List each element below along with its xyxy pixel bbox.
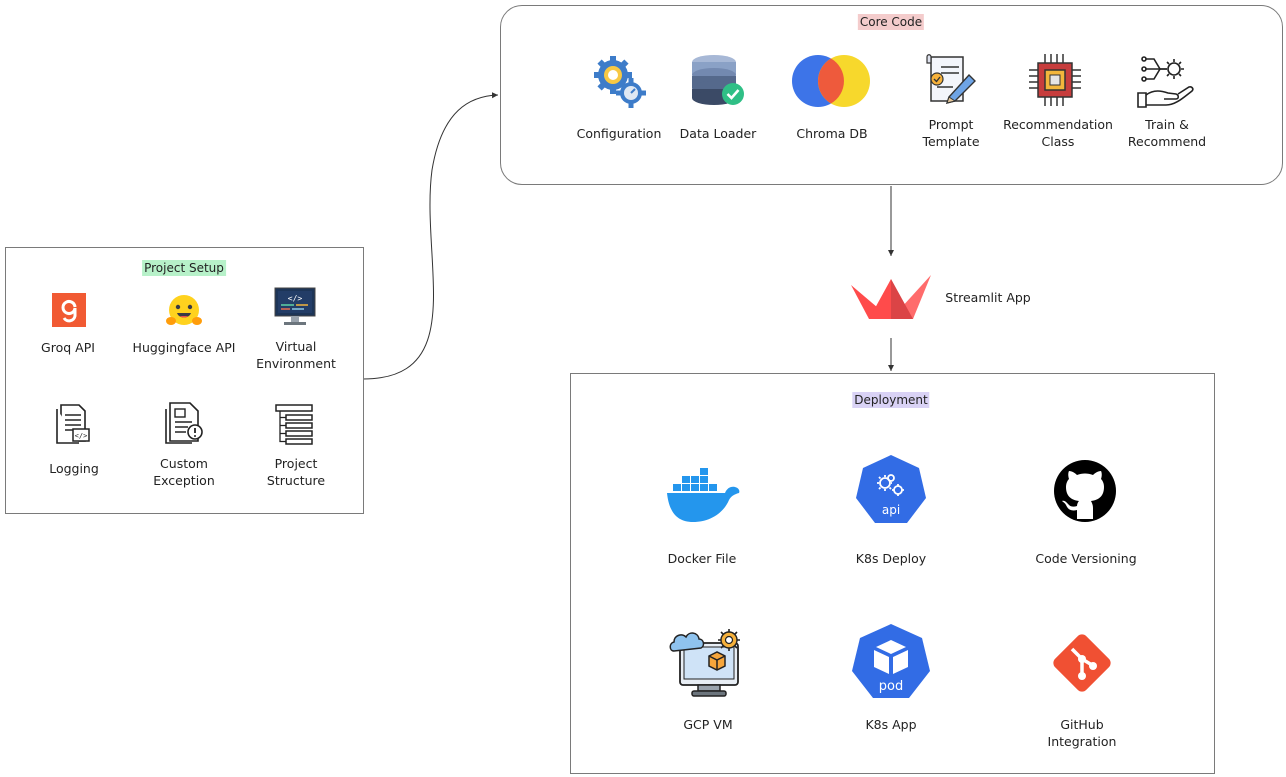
log-file-icon: </> (53, 403, 93, 445)
setup-item-label: Project Structure (266, 456, 326, 488)
setup-item-label: Huggingface API (132, 340, 236, 355)
core-item-label: Recommendation Class (1003, 117, 1113, 149)
deploy-item-label: K8s App (865, 717, 917, 732)
docker-logo-icon (665, 466, 741, 524)
k8s-api-icon: api (853, 453, 929, 527)
deployment-panel (570, 373, 1215, 774)
setup-item-label: Logging (49, 461, 99, 476)
svg-text:</>: </> (288, 294, 303, 303)
core-code-title: Core Code (857, 14, 925, 30)
core-item-label: Chroma DB (796, 126, 868, 141)
huggingface-logo-icon (165, 293, 203, 329)
core-item-label: Data Loader (679, 126, 757, 141)
streamlit-logo-icon (849, 273, 933, 321)
k8s-pod-icon: pod (850, 622, 932, 702)
gears-icon (591, 53, 647, 109)
project-setup-title: Project Setup (142, 260, 226, 276)
deploy-item-label: GitHub Integration (1047, 717, 1117, 749)
svg-text:</>: </> (75, 432, 88, 440)
svg-text:api: api (882, 503, 900, 517)
exception-doc-icon (162, 401, 204, 445)
tree-structure-icon (274, 403, 316, 445)
core-item-label: Train & Recommend (1127, 117, 1207, 149)
deploy-item-label: GCP VM (683, 717, 733, 732)
chip-icon (1027, 52, 1083, 108)
setup-item-label: Groq API (41, 340, 95, 355)
deployment-title: Deployment (852, 392, 930, 408)
core-item-label: Prompt Template (922, 117, 980, 149)
setup-item-label: Virtual Environment (256, 339, 336, 371)
git-logo-icon (1048, 629, 1116, 697)
document-pen-icon (923, 53, 979, 107)
deploy-item-label: Code Versioning (1035, 551, 1137, 566)
setup-item-label: Custom Exception (153, 456, 215, 488)
chroma-logo-icon (789, 54, 873, 108)
monitor-code-icon: </> (274, 287, 316, 327)
streamlit-label: Streamlit App (945, 290, 1031, 305)
svg-text:pod: pod (879, 679, 903, 694)
deploy-item-label: Docker File (667, 551, 737, 566)
deploy-item-label: K8s Deploy (855, 551, 927, 566)
setup-to-core-connector (362, 92, 499, 380)
cloud-vm-icon (668, 627, 744, 699)
database-check-icon (690, 52, 746, 108)
github-logo-icon (1053, 459, 1117, 523)
groq-logo-icon (51, 292, 87, 328)
hand-gear-icon (1136, 53, 1196, 109)
core-item-label: Configuration (576, 126, 662, 141)
